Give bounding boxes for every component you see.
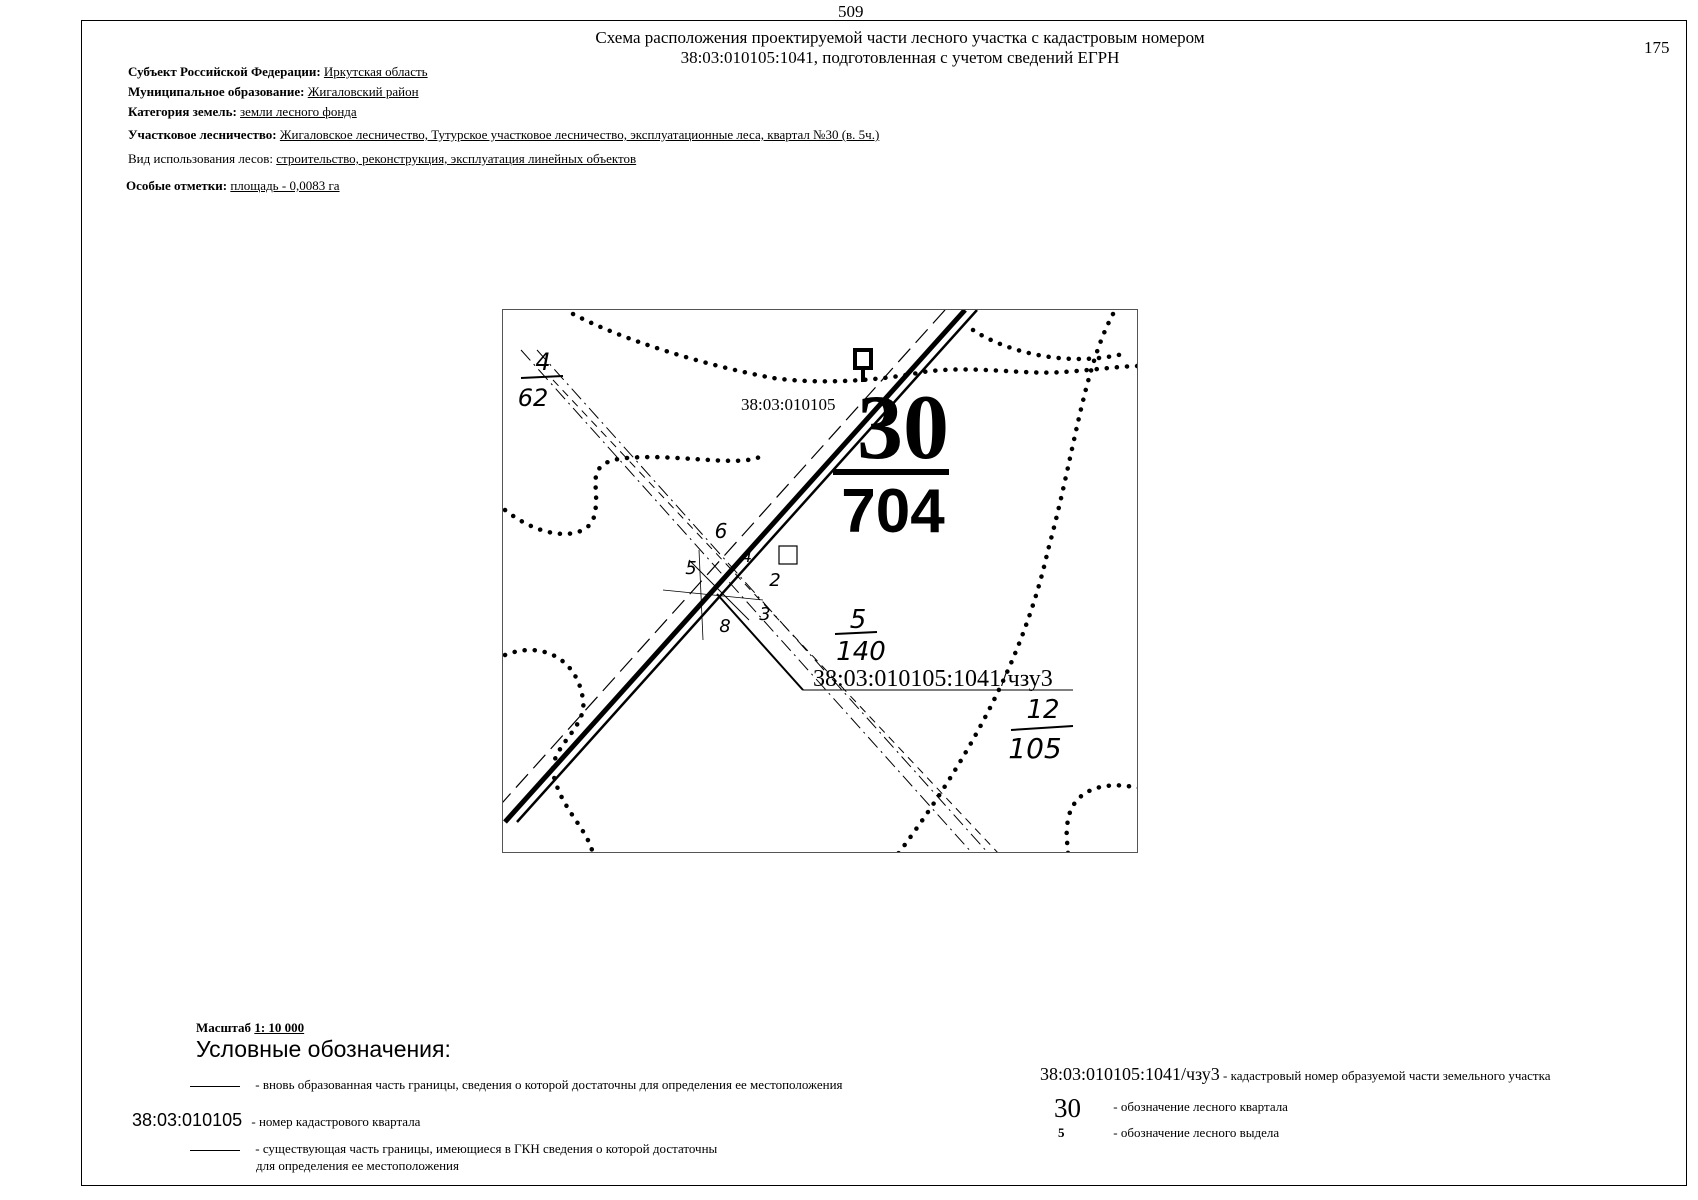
forest-map: 30 704 38:03:010105 38:03:010105:1041/чз… [502,309,1138,853]
parcel-label: 38:03:010105:1041/чзу3 [813,666,1053,692]
field-forestry-label: Участковое лесничество: [128,127,277,142]
parcel-lines [662,545,1073,691]
utility-corridor [520,349,998,852]
field-municipality: Муниципальное образование: Жигаловский р… [128,84,419,100]
boundary-right [896,311,1116,852]
parcel-leader [716,593,804,691]
subdivision-line-0 [520,375,564,379]
railway-line-outer [503,310,967,824]
legend-subdivision-sample: 5 [1058,1125,1065,1140]
railway-line-inner [516,310,978,823]
legend-parcel-sample: 38:03:010105:1041/чзу3 [1040,1064,1220,1084]
point-label-2: 2 [769,570,780,591]
field-subject: Субъект Российской Федерации: Иркутская … [128,64,428,80]
document-title: Схема расположения проектируемой части л… [400,28,1400,68]
boundary-left-loop [503,452,766,537]
corridor-line-a [520,349,972,852]
legend-parcel: 38:03:010105:1041/чзу3 - кадастровый ном… [1040,1064,1550,1085]
legend-cadastral-quarter-desc: - номер кадастрового квартала [251,1114,421,1129]
boundary-left-lower [503,647,595,852]
corridor-line-c [552,379,998,852]
parcel-tick-3 [698,549,704,641]
sheet-number: 509 [838,2,864,21]
field-usage-label: Вид использования лесов: [128,151,273,166]
landmark-square [778,545,798,565]
boundary-top-right [970,327,1126,362]
field-usage-value: строительство, реконструкция, эксплуатац… [276,151,637,166]
scale: Масштаб 1: 10 000 [196,1020,304,1036]
subdivision-num-1: 5 [850,605,867,635]
legend-existing-boundary-line [190,1149,240,1151]
map-labels: 30 704 38:03:010105 38:03:010105:1041/чз… [518,348,1074,765]
field-usage: Вид использования лесов: строительство, … [128,151,636,167]
point-label-3: 3 [759,604,770,625]
legend-new-boundary-line [190,1085,240,1087]
subdivision-num-2: 12 [1026,695,1059,725]
legend-title: Условные обозначения: [196,1036,451,1062]
legend-subdivision-desc: - обозначение лесного выдела [1113,1125,1280,1140]
field-land-category-value: земли лесного фонда [240,104,357,119]
legend-cadastral-quarter-sample: 38:03:010105 [132,1110,243,1130]
forest-boundaries [503,311,1137,852]
legend-quarter-sample: 30 [1054,1093,1081,1123]
field-forestry: Участковое лесничество: Жигаловское лесн… [128,127,879,143]
cadastral-quarter-label: 38:03:010105 [741,395,835,414]
legend-new-boundary: - вновь образованная часть границы, свед… [190,1077,843,1093]
subdivision-line-2 [1010,725,1074,731]
document-frame [81,20,1687,1186]
field-notes-label: Особые отметки: [126,178,228,193]
building-symbol [853,348,873,382]
quarter-area: 704 [841,477,945,546]
legend-existing-boundary-desc-1: - существующая часть границы, имеющиеся … [255,1141,718,1156]
title-line-1: Схема расположения проектируемой части л… [595,28,1205,47]
legend-subdivision: 5 - обозначение лесного выдела [1058,1125,1279,1141]
point-label-4: 8 [719,616,730,637]
subdivision-line-1 [834,631,878,635]
point-label-0: 6 [715,519,728,543]
point-label-1: 5 [685,558,696,579]
field-municipality-label: Муниципальное образование: [128,84,305,99]
legend-existing-boundary-desc-2: для определения ее местоположения [256,1158,459,1173]
page-number: 175 [1644,38,1670,57]
legend-quarter: 30 - обозначение лесного квартала [1054,1093,1288,1124]
field-land-category: Категория земель: земли лесного фонда [128,104,357,120]
subdivision-area-1: 140 [836,637,886,667]
map-canvas: 30 704 38:03:010105 38:03:010105:1041/чз… [503,310,1137,852]
field-notes: Особые отметки: площадь - 0,0083 га [126,178,340,194]
field-municipality-value: Жигаловский район [307,84,419,99]
legend-new-boundary-desc: - вновь образованная часть границы, свед… [255,1077,843,1092]
boundary-bottom-right [1064,783,1137,852]
subdivision-area-0: 62 [518,384,549,412]
field-subject-value: Иркутская область [323,64,428,79]
quarter-number: 30 [857,376,949,478]
field-forestry-value: Жигаловское лесничество, Тутурское участ… [279,127,880,142]
subdivision-num-0: 4 [535,348,550,376]
scale-value: 1: 10 000 [254,1020,305,1035]
field-subject-label: Субъект Российской Федерации: [128,64,321,79]
subdivision-area-2: 105 [1008,732,1061,765]
building-square [853,348,873,370]
scale-label: Масштаб [196,1020,252,1035]
corridor-line-b [536,349,988,852]
legend-parcel-desc: - кадастровый номер образуемой части зем… [1223,1068,1551,1083]
title-line-2: 38:03:010105:1041, подготовленная с учет… [680,48,1120,67]
legend-existing-boundary: - существующая часть границы, имеющиеся … [190,1140,717,1174]
parcel-tick-2 [662,589,764,601]
parcel-tick-1 [688,559,750,621]
field-notes-value: площадь - 0,0083 га [230,178,340,193]
boundary-top [570,311,1137,384]
point-label-5: 4 [742,547,752,566]
legend-quarter-desc: - обозначение лесного квартала [1113,1099,1288,1114]
field-land-category-label: Категория земель: [128,104,237,119]
legend-cadastral-quarter: 38:03:010105 - номер кадастрового кварта… [132,1110,420,1131]
